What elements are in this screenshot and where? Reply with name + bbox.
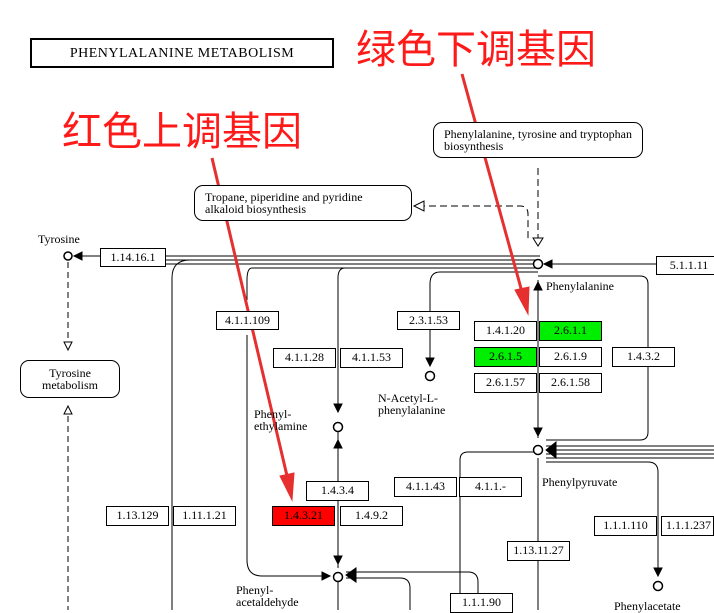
- compound-phenylpyruvate[interactable]: Phenylpyruvate: [542, 475, 618, 489]
- enzyme-4-1-1-53[interactable]: 4.1.1.53: [340, 348, 403, 368]
- enzyme-4-1-1-109[interactable]: 4.1.1.109: [216, 311, 279, 330]
- n-acetyl-node: [424, 370, 436, 382]
- enzyme-5-1-1-11[interactable]: 5.1.1.11: [656, 256, 714, 275]
- phenylethylamine-node: [332, 421, 344, 433]
- compound-phenylethylamine[interactable]: Phenyl-ethylamine: [254, 407, 308, 433]
- phenylacetaldehyde-node: [332, 571, 344, 583]
- enzyme-1-4-3-21[interactable]: 1.4.3.21: [272, 506, 335, 526]
- phenylpyruvate-node: [532, 444, 544, 456]
- tyrosine-node: [63, 251, 73, 261]
- compound-n-acetyl-l-phenylalanine[interactable]: N-Acetyl-L-phenylalanine: [378, 391, 446, 417]
- map-tyrosine-metabolism[interactable]: Tyrosine metabolism: [20, 360, 120, 398]
- compound-tyrosine[interactable]: Tyrosine: [38, 232, 80, 246]
- enzyme-2-6-1-57[interactable]: 2.6.1.57: [474, 373, 537, 393]
- enzyme-1-14-16-1[interactable]: 1.14.16.1: [100, 248, 166, 267]
- map-phe-tyr-trp-biosynthesis[interactable]: Phenylalanine, tyrosine and tryptophan b…: [433, 122, 643, 158]
- enzyme-2-6-1-58[interactable]: 2.6.1.58: [539, 373, 602, 393]
- green-downregulated-annotation: 绿色下调基因: [356, 27, 596, 73]
- enzyme-4-1-1-28[interactable]: 4.1.1.28: [273, 348, 336, 368]
- enzyme-1-13-12-9[interactable]: 1.13.129: [106, 506, 169, 526]
- enzyme-4-1-1-43[interactable]: 4.1.1.43: [394, 477, 457, 497]
- pathway-title: PHENYLALANINE METABOLISM: [30, 38, 334, 68]
- enzyme-1-1-1-237[interactable]: 1.1.1.237: [661, 516, 714, 536]
- enzyme-1-1-1-90[interactable]: 1.1.1.90: [450, 593, 513, 613]
- phenylalanine-node: [532, 258, 544, 270]
- enzyme-2-6-1-5[interactable]: 2.6.1.5: [474, 347, 537, 367]
- phenylacetate-node: [652, 580, 664, 592]
- enzyme-1-4-3-4[interactable]: 1.4.3.4: [306, 481, 369, 501]
- map-tropane-alkaloid-biosynthesis[interactable]: Tropane, piperidine and pyridine alkaloi…: [194, 185, 412, 221]
- enzyme-1-4-9-2[interactable]: 1.4.9.2: [340, 506, 403, 526]
- enzyme-2-6-1-9[interactable]: 2.6.1.9: [539, 347, 602, 367]
- compound-phenylacetaldehyde[interactable]: Phenyl-acetaldehyde: [236, 583, 299, 609]
- compound-phenylacetate[interactable]: Phenylacetate: [614, 599, 681, 613]
- compound-phenylalanine[interactable]: Phenylalanine: [546, 279, 614, 293]
- enzyme-1-4-1-20[interactable]: 1.4.1.20: [474, 321, 537, 341]
- enzyme-1-11-1-21[interactable]: 1.11.1.21: [173, 506, 236, 526]
- enzyme-2-6-1-1[interactable]: 2.6.1.1: [539, 321, 602, 341]
- enzyme-2-3-1-53[interactable]: 2.3.1.53: [397, 311, 460, 330]
- enzyme-1-13-11-27[interactable]: 1.13.11.27: [507, 541, 570, 561]
- enzyme-1-1-1-110[interactable]: 1.1.1.110: [594, 516, 657, 536]
- red-upregulated-annotation: 红色上调基因: [62, 109, 302, 155]
- enzyme-4-1-1-dash[interactable]: 4.1.1.-: [459, 477, 522, 497]
- enzyme-1-4-3-2[interactable]: 1.4.3.2: [612, 347, 675, 367]
